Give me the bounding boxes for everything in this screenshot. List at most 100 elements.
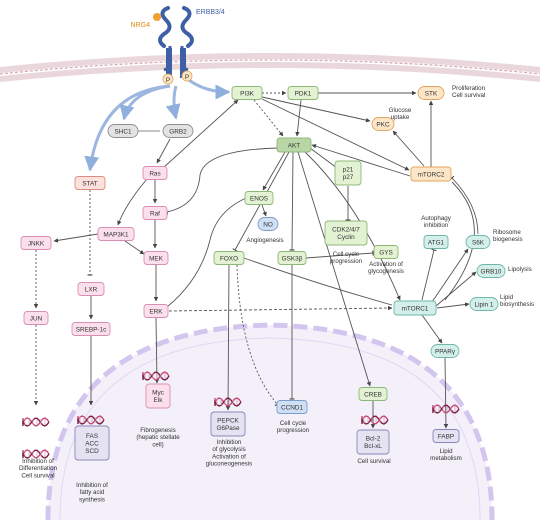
node-bcl2-label: Bcl-2 <box>366 436 381 443</box>
node-creb-label: CREB <box>364 391 382 398</box>
outcome-glucose-uptake: Glucose <box>389 107 412 114</box>
node-no: NO <box>257 217 279 231</box>
outcome-cell-survival: Cell survival <box>357 458 390 465</box>
outcome-gluconeo: gluconeogenesis <box>206 461 252 468</box>
node-bcl2-label: Bcl-xL <box>364 443 382 450</box>
node-mtorc1-label: mTORC1 <box>402 305 429 312</box>
edge-ras-map3k1 <box>117 178 148 226</box>
phospho-left-label: P <box>166 77 170 84</box>
node-pkc-label: PKC <box>376 121 390 128</box>
outcome-angiogenesis: Angiogenesis <box>246 237 283 244</box>
outcome-proliferation: Proliferation <box>452 85 486 92</box>
edge-map3k1-jnkk <box>53 233 99 243</box>
outcome-fibrogenesis: cell) <box>152 441 163 448</box>
edge-pi3k-mtorc2 <box>261 98 410 171</box>
dna-icon <box>432 404 460 414</box>
outcome-ribosome: biogenesis <box>493 236 523 243</box>
dna-icon <box>22 449 50 459</box>
node-srebp1c: SREBP-1c <box>71 322 111 336</box>
node-atg1-label: ATG1 <box>428 239 445 246</box>
node-fabp: FABP <box>432 429 460 443</box>
node-atg1: ATG1 <box>423 235 449 249</box>
node-cdk-label: Cyclin <box>337 234 355 241</box>
node-pdk1-label: PDK1 <box>295 90 312 97</box>
node-pepck-label: G6Pase <box>216 425 240 432</box>
node-jnkk-label: JNKK <box>28 240 45 247</box>
node-lxr: LXR <box>77 282 105 296</box>
node-stk: STK <box>417 86 445 100</box>
outcome-inhibit-diff: Cell survival <box>21 472 54 479</box>
outcome-cell-cycle-2: Cell cycle <box>280 420 307 427</box>
node-foxo-label: FOXO <box>220 255 238 262</box>
edge-s6k-mtorc2 <box>449 175 479 235</box>
node-mek-label: MEK <box>149 255 164 262</box>
outcome-inhibit-diff: Differentiation <box>19 465 58 472</box>
node-shc1: SHC1 <box>107 124 139 138</box>
outcome-lipid-metab: Lipid <box>439 448 453 455</box>
node-cdk-label: CDK2/4/7 <box>332 227 360 234</box>
node-lipin1-label: Lipin 1 <box>475 301 494 308</box>
ligand-dot <box>153 13 161 21</box>
node-grb10-label: GRB10 <box>481 268 502 275</box>
outcome-autophagy: Autophagy <box>421 215 451 222</box>
cell-membrane-dash <box>0 59 540 75</box>
outcome-lipid-metab: metabolism <box>430 455 462 462</box>
outcome-fibrogenesis: Fibrogenesis <box>140 427 175 434</box>
outcome-inhibit-fatty: fatty acid <box>80 489 105 496</box>
node-grb10: GRB10 <box>476 264 506 278</box>
node-akt: AKT <box>276 137 312 153</box>
node-erk: ERK <box>143 304 169 318</box>
node-foxo: FOXO <box>213 251 245 265</box>
edge-receptor-shc1 <box>119 84 171 121</box>
node-raf: Raf <box>142 206 168 220</box>
outcome-fibrogenesis: (hepatic stellate <box>136 434 180 441</box>
edge-pi3k-pkc <box>261 96 371 123</box>
edge-enos-no <box>261 204 267 217</box>
phospho-left-circle <box>162 73 174 85</box>
outcome-inhibit-fatty: Inhibition of <box>76 482 108 489</box>
outcome-cell-cycle-1: progression <box>330 258 363 265</box>
node-pi3k-label: PI3K <box>240 90 255 97</box>
node-mtorc1: mTORC1 <box>393 300 437 316</box>
dna-icon <box>214 397 242 407</box>
node-jun: JUN <box>23 311 49 325</box>
edge-receptor-pi3k <box>188 78 231 100</box>
node-erk-label: ERK <box>149 308 163 315</box>
node-ppar-label: PPARγ <box>435 348 456 355</box>
outcome-inhibit-fatty: synthesis <box>79 496 105 503</box>
node-pepck-label: PEPCK <box>217 418 239 425</box>
edge-akt-mtorc1 <box>304 151 401 301</box>
node-pdk1: PDK1 <box>287 86 319 100</box>
outcome-glucose-uptake: uptake <box>391 114 410 121</box>
node-stat: STAT <box>74 176 106 190</box>
outcome-cell-cycle-1: Cell cycle <box>333 251 360 258</box>
node-p21p27-label: p21 <box>343 167 354 174</box>
edge-mtorc1-atg1 <box>421 248 437 301</box>
edge-akt-p21 <box>309 147 340 171</box>
outcome-lipid-synthesis: Lipid <box>500 294 514 301</box>
receptor-label: ERBB3/4 <box>196 9 225 16</box>
node-akt-label: AKT <box>288 142 301 149</box>
node-fabp-label: FABP <box>438 433 454 440</box>
node-gsk3b: GSK3β <box>277 251 307 265</box>
edge-mtorc1-lipin1 <box>436 302 470 309</box>
edge-map3k1-mek <box>124 240 145 255</box>
edge-akt-creb <box>297 151 371 387</box>
node-map3k1: MAP3K1 <box>97 227 135 241</box>
phospho-right-label: P <box>185 74 189 81</box>
node-s6k: S6K <box>465 235 491 249</box>
node-map3k1-label: MAP3K1 <box>103 231 129 238</box>
node-ppar: PPARγ <box>430 344 460 358</box>
nucleus-envelope <box>45 322 495 521</box>
edge-pi3k-akt <box>253 99 284 137</box>
outcome-ribosome: Ribosome <box>493 229 521 236</box>
ligand-label: NRG4 <box>131 22 151 29</box>
node-enos-label: ENOS <box>250 195 268 202</box>
